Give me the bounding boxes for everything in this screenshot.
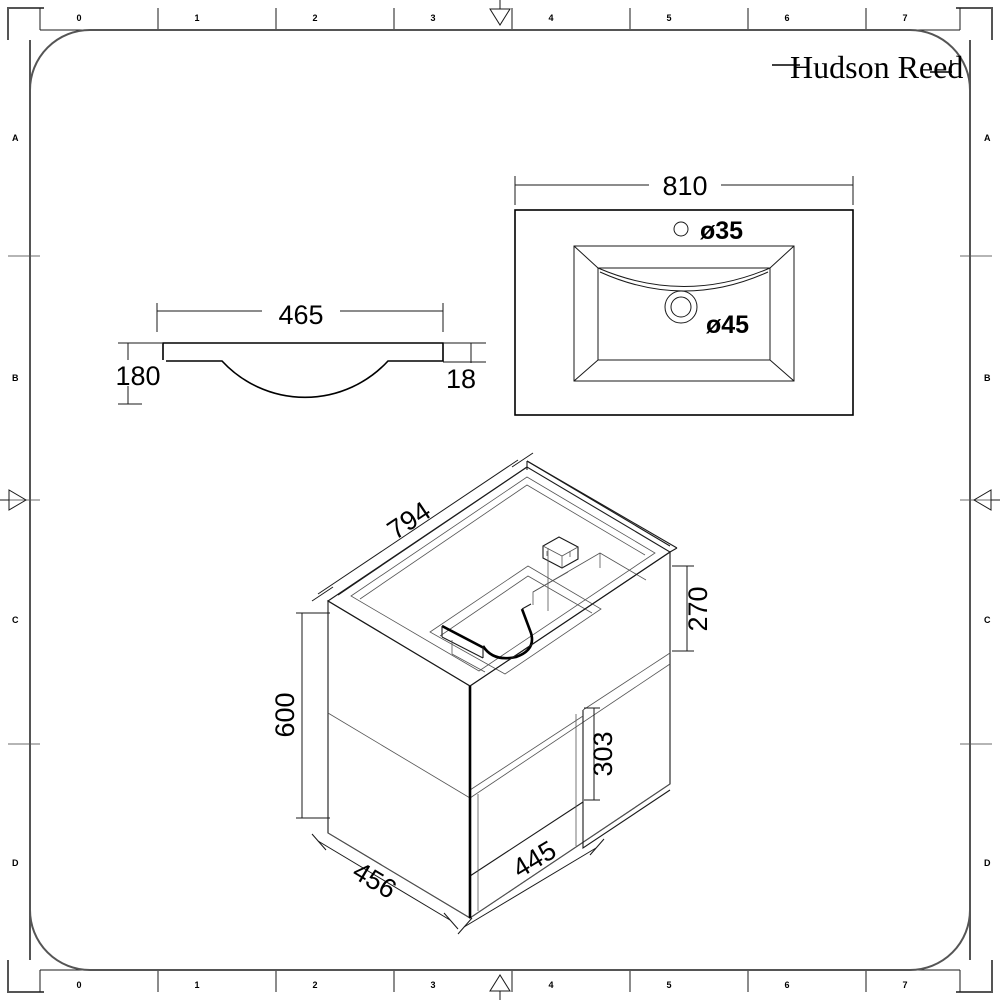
sheet-border [29, 29, 971, 971]
dim-height-180: 180 [115, 361, 160, 391]
ruler-right: A B C D [960, 40, 1000, 960]
dim-width-810: 810 [662, 171, 707, 201]
dim-width-465: 465 [278, 300, 323, 330]
ruler-right-label-a: A [984, 133, 991, 143]
ruler-top-label-6: 6 [784, 13, 789, 23]
dim-tap-hole-35: ø35 [700, 217, 743, 245]
dim-303-group: 303 [584, 707, 618, 801]
vanity-unit-isometric-view: 794 600 270 303 456 [270, 452, 713, 935]
mounting-bracket-icon [542, 536, 579, 569]
dim-445-group: 445 [457, 835, 605, 935]
ruler-bottom-label-3: 3 [430, 980, 435, 990]
ruler-bottom: 0 1 2 3 4 5 6 7 [39, 969, 961, 1000]
ruler-bottom-label-4: 4 [548, 980, 553, 990]
ruler-right-label-b: B [984, 373, 991, 383]
ruler-left-label-b: B [12, 373, 19, 383]
basin-side-section-view: 465 180 18 [110, 300, 486, 405]
ruler-left-label-c: C [12, 615, 19, 625]
basin-top-plan-view: 810 ø35 ø45 [514, 171, 854, 416]
dim-456-group: 456 [311, 833, 459, 930]
ruler-bottom-label-7: 7 [902, 980, 907, 990]
dim-shelf-width-445: 445 [507, 835, 561, 884]
ruler-top: 0 1 2 3 4 5 6 7 [39, 0, 961, 31]
dim-794-group: 794 [311, 452, 534, 602]
ruler-left-label-d: D [12, 858, 19, 868]
triangle-right-icon [0, 489, 27, 511]
ruler-bottom-label-1: 1 [194, 980, 199, 990]
ruler-right-label-c: C [984, 615, 991, 625]
ruler-top-label-5: 5 [666, 13, 671, 23]
dim-overall-height-600: 600 [270, 692, 300, 737]
ruler-top-label-0: 0 [76, 13, 81, 23]
ruler-right-label-d: D [984, 858, 991, 868]
brand-logo-text: Hudson Reed [790, 49, 963, 85]
triangle-up-icon [489, 974, 511, 1000]
ruler-top-label-2: 2 [312, 13, 317, 23]
triangle-down-icon [489, 0, 511, 26]
dim-270-group: 270 [672, 565, 713, 652]
corner-brackets [7, 7, 993, 993]
dim-drawer-height-270: 270 [683, 586, 713, 631]
dim-600-group: 600 [270, 612, 330, 819]
ruler-bottom-label-2: 2 [312, 980, 317, 990]
ruler-bottom-label-6: 6 [784, 980, 789, 990]
dim-thickness-18: 18 [446, 364, 476, 394]
ruler-left: A B C D [0, 40, 40, 960]
ruler-bottom-label-0: 0 [76, 980, 81, 990]
dim-top-width-794: 794 [382, 496, 436, 546]
ruler-bottom-label-5: 5 [666, 980, 671, 990]
ruler-top-label-4: 4 [548, 13, 553, 23]
ruler-top-label-3: 3 [430, 13, 435, 23]
ruler-top-label-1: 1 [194, 13, 199, 23]
brand-logo: Hudson Reed [772, 49, 963, 85]
dim-waste-hole-45: ø45 [706, 311, 749, 339]
triangle-left-icon [973, 489, 1000, 511]
dim-shelf-height-303: 303 [588, 731, 618, 776]
ruler-left-label-a: A [12, 133, 19, 143]
ruler-top-label-7: 7 [902, 13, 907, 23]
